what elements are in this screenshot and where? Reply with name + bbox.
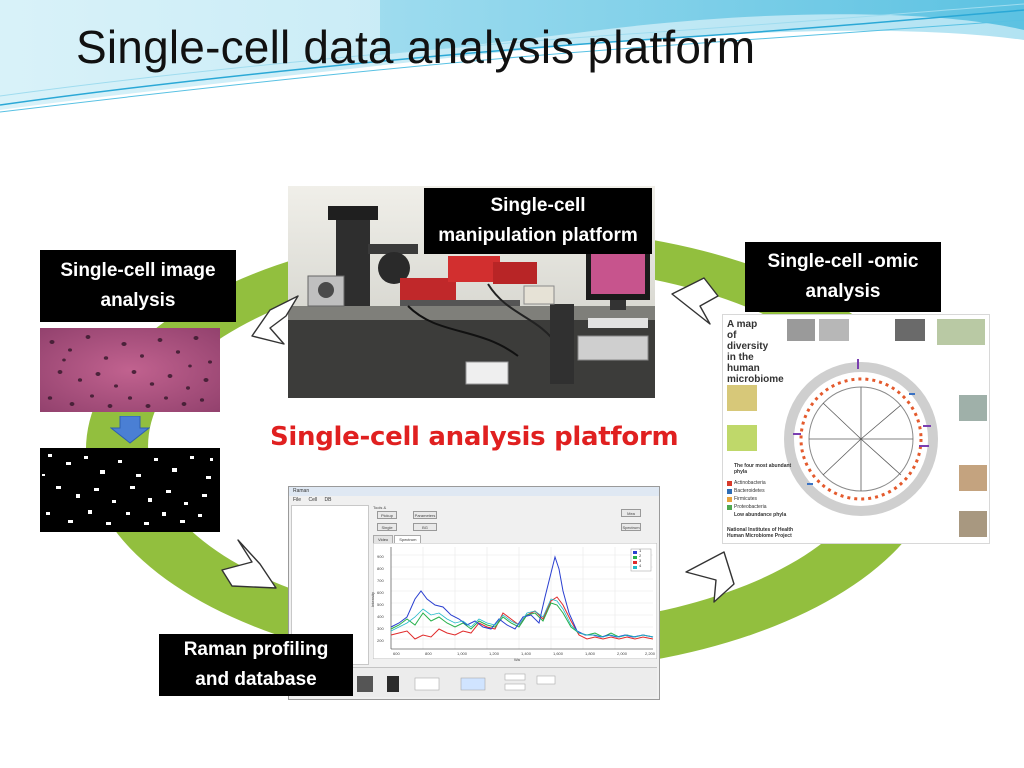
- header-wave-decoration: [0, 0, 1024, 113]
- y-tick: 700: [377, 578, 384, 583]
- microbiome-diversity-map: A map of diversity in the human microbio…: [722, 314, 990, 544]
- raman-database-label: Raman profiling and database: [159, 634, 353, 696]
- omic-title-line: diversity: [727, 341, 769, 352]
- legend-item: 1: [639, 548, 642, 553]
- spectrum-button[interactable]: Spectrum: [621, 523, 641, 531]
- omic-title-line: microbiome: [727, 374, 784, 385]
- legend-item: 4: [639, 563, 642, 568]
- cell-micrograph-image: [40, 328, 220, 412]
- omic-title-line: in the: [727, 352, 754, 363]
- x-tick: 1,200: [489, 651, 500, 656]
- menu-db[interactable]: DB: [324, 497, 332, 503]
- omic-title-line: A map: [727, 319, 758, 330]
- menu-file[interactable]: File: [293, 497, 302, 503]
- x-tick: 2,000: [617, 651, 628, 656]
- omic-low-title: Low abundance phyla: [734, 512, 787, 518]
- label-line: Single-cell image: [60, 260, 216, 281]
- omic-footer-line: National Institutes of Health: [727, 527, 794, 533]
- toolbox-title: Tools &: [373, 505, 387, 510]
- phylum-label: Bacteroidetes: [734, 488, 765, 494]
- label-line: Single-cell -omic: [767, 251, 919, 272]
- y-axis-label: Intensity: [369, 592, 375, 607]
- y-tick: 500: [377, 602, 384, 607]
- x-tick: 800: [425, 651, 432, 656]
- phylum-label: Proteobacteria: [734, 504, 767, 510]
- diagram: Single-cell manipulation platform Single…: [38, 180, 990, 700]
- x-tick: 1,800: [585, 651, 596, 656]
- x-axis-label: Wa: [514, 657, 520, 662]
- omic-title-line: human: [727, 363, 760, 374]
- menu-cell[interactable]: Cell: [308, 497, 318, 503]
- measure-button[interactable]: Mea: [621, 509, 641, 517]
- y-tick: 800: [377, 566, 384, 571]
- y-tick-labels: 900 800 700 600 500 400 300 200: [377, 551, 391, 647]
- chevron-outline-icon: [685, 551, 735, 603]
- x-tick: 1,000: [457, 651, 468, 656]
- phylum-label: Actinobacteria: [734, 480, 766, 486]
- legend-item: 2: [639, 553, 642, 558]
- omic-title-line: of: [727, 330, 737, 341]
- label-line: analysis: [100, 290, 176, 311]
- window-title: Raman: [293, 488, 310, 494]
- chevron-outline-icon: [221, 539, 277, 589]
- window-menubar: File Cell DB: [289, 496, 659, 504]
- legend-item: 3: [639, 558, 642, 563]
- slide-title: Single-cell data analysis platform: [76, 21, 756, 73]
- arrow-down-icon: [110, 416, 150, 444]
- x-tick: 1,600: [553, 651, 564, 656]
- pickup-object-button[interactable]: Pickup Object: [377, 511, 397, 519]
- label-line: Raman profiling: [183, 639, 329, 660]
- label-line: manipulation platform: [438, 225, 638, 246]
- binary-segmentation-image: [40, 448, 220, 532]
- center-platform-title: Single-cell analysis platform: [270, 422, 679, 452]
- single-spectrum-button[interactable]: Single Spectrum: [377, 523, 397, 531]
- phylum-label: Firmicutes: [734, 496, 758, 502]
- parameters-button[interactable]: Parameters: [413, 511, 437, 519]
- manipulation-platform-label: Single-cell manipulation platform: [424, 188, 652, 254]
- y-tick: 900: [377, 554, 384, 559]
- toolbox-group: Tools & Pickup Object Parameters Single …: [373, 505, 655, 533]
- y-tick: 200: [377, 638, 384, 643]
- x-tick: 1,400: [521, 651, 532, 656]
- omic-map-title: A map of diversity in the human microbio…: [727, 319, 785, 385]
- plot-tabs: Video Spectrum: [373, 535, 453, 544]
- x-tick: 2,200: [645, 651, 656, 656]
- omic-footer: National Institutes of Health Human Micr…: [727, 527, 817, 539]
- plot-legend-labels: 1 2 3 4: [639, 548, 653, 568]
- label-line: Single-cell: [490, 195, 586, 216]
- label-line: analysis: [805, 281, 881, 302]
- omic-legend-title: The four most abundant phyla: [734, 463, 792, 475]
- omic-analysis-label: Single-cell -omic analysis: [745, 242, 941, 312]
- label-line: and database: [195, 669, 317, 690]
- raman-spectrum-plot: [373, 543, 657, 659]
- y-tick: 400: [377, 614, 384, 619]
- bg-spectrum-button[interactable]: BG Spectrum: [413, 523, 437, 531]
- chevron-outline-icon: [671, 277, 719, 325]
- y-tick: 300: [377, 626, 384, 631]
- image-analysis-label: Single-cell image analysis: [40, 250, 236, 322]
- chevron-outline-icon: [251, 295, 299, 345]
- x-tick: 600: [393, 651, 400, 656]
- window-titlebar: Raman: [289, 487, 659, 496]
- omic-footer-line: Human Microbiome Project: [727, 533, 792, 539]
- omic-legend: The four most abundant phyla Actinobacte…: [734, 463, 804, 519]
- raman-software-window: Raman File Cell DB Tools & Pickup Object…: [288, 486, 660, 700]
- y-tick: 600: [377, 590, 384, 595]
